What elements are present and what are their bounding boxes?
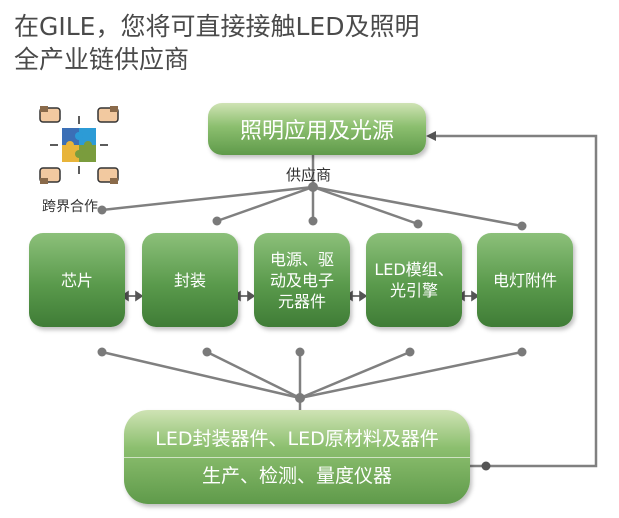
page-title: 在GILE，您将可直接接触LED及照明 全产业链供应商 [14,10,419,76]
conv-line-module [299,350,411,400]
fan-line-chip [101,185,314,212]
chip-box: 芯片 [29,233,125,327]
puzzle-hands-icon [38,104,120,186]
feedback-arrow-head [426,131,436,141]
conv-line-package [206,350,301,400]
fan-line-module [312,185,419,226]
collab-label: 跨界合作 [42,199,98,215]
bottom-line-1: LED封装器件、LED原材料及器件 [155,427,439,450]
title-line-1: 在GILE，您将可直接接触LED及照明 [14,12,420,41]
materials-equipment-box: LED封装器件、LED原材料及器件 生产、检测、量度仪器 [124,410,470,504]
fan-line-fixture [312,185,523,228]
conv-line-fixture [299,350,523,400]
package-box: 封装 [142,233,238,327]
bottom-line-2: 生产、检测、量度仪器 [201,464,392,487]
fan-line-package [216,185,314,223]
feedback-start-dot [481,461,491,471]
bottom-divider [124,456,470,458]
supplier-label: 供应商 [286,166,332,184]
title-line-2: 全产业链供应商 [14,45,190,74]
lighting-application-box: 照明应用及光源 [208,103,426,155]
feedback-loop-line [434,134,598,468]
power-driver-box: 电源、驱 动及电子 元器件 [254,233,350,327]
conv-line-chip [101,350,301,400]
lamp-accessory-box: 电灯附件 [477,233,573,327]
led-module-box: LED模组、 光引擎 [366,233,462,327]
